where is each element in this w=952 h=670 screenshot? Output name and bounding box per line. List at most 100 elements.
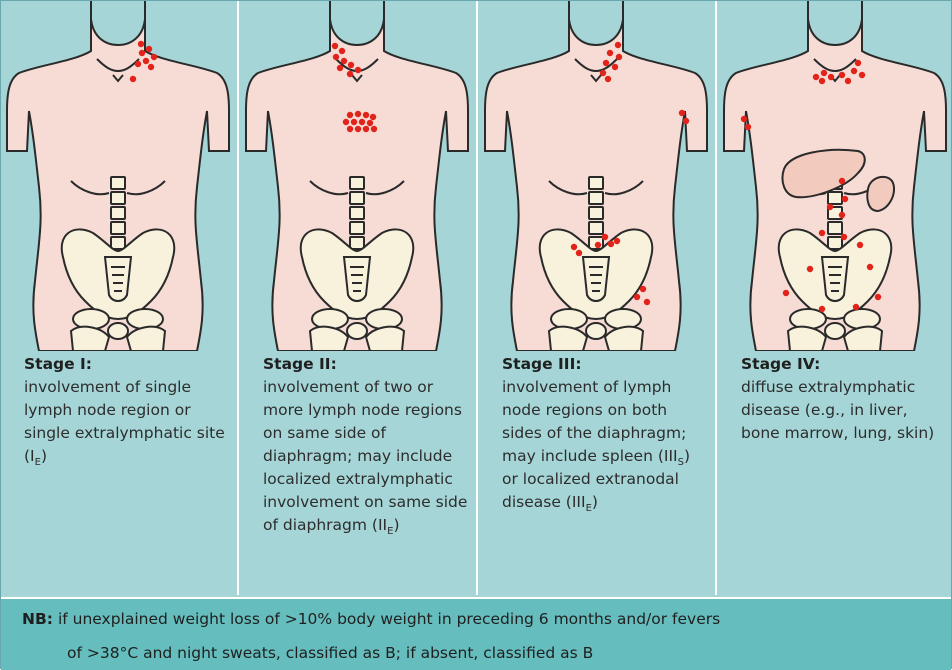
stage-2-caption: Stage II: involvement of two or more lym…	[263, 353, 471, 537]
stage-4-description: diffuse extralymphatic disease (e.g., in…	[741, 376, 949, 445]
lymph-node	[607, 50, 613, 56]
vertebra	[111, 207, 125, 219]
lymph-node	[807, 266, 813, 272]
hip-joint-right	[844, 309, 880, 329]
lymph-node	[839, 72, 845, 78]
vertebra	[111, 222, 125, 234]
hip-joint-left	[312, 309, 348, 329]
lymph-node	[351, 119, 357, 125]
lymph-node	[370, 114, 376, 120]
sacrum	[583, 257, 609, 301]
vertebra	[589, 192, 603, 204]
stage-2-torso-illustration	[240, 1, 475, 351]
lymph-node	[679, 110, 685, 116]
vertebra	[111, 177, 125, 189]
lymph-node	[851, 68, 857, 74]
lymph-node	[813, 74, 819, 80]
hip-joint-right	[127, 309, 163, 329]
lymph-node	[859, 72, 865, 78]
lymph-node	[612, 64, 618, 70]
sacrum	[344, 257, 370, 301]
lymph-node	[130, 76, 136, 82]
pubic-symphysis	[586, 323, 606, 339]
description-text: involvement of lymph node regions on bot…	[502, 378, 686, 465]
vertebra	[350, 222, 364, 234]
lymph-node	[148, 64, 154, 70]
lymph-node	[600, 70, 606, 76]
hip-joint-left	[790, 309, 826, 329]
lymph-node	[841, 234, 847, 240]
lymph-node	[783, 290, 789, 296]
lymph-node	[745, 124, 751, 130]
stage-4-title: Stage IV:	[741, 353, 949, 376]
lymph-node	[827, 204, 833, 210]
stage-2-title: Stage II:	[263, 353, 471, 376]
lymph-node	[576, 250, 582, 256]
pubic-symphysis	[825, 323, 845, 339]
stage-3-description: involvement of lymph node regions on bot…	[502, 376, 710, 514]
stage-2-description: involvement of two or more lymph node re…	[263, 376, 471, 537]
footnote-line-2: of >38°C and night sweats, classified as…	[22, 642, 922, 664]
description-text: )	[393, 516, 399, 534]
pubic-symphysis	[108, 323, 128, 339]
stage-3-torso-illustration	[479, 1, 714, 351]
stage-3-title: Stage III:	[502, 353, 710, 376]
lymph-node	[337, 65, 343, 71]
lymph-node	[135, 61, 141, 67]
hip-joint-left	[551, 309, 587, 329]
lymph-node	[359, 119, 365, 125]
stage-4-caption: Stage IV: diffuse extralymphatic disease…	[741, 353, 949, 445]
lymph-node	[367, 120, 373, 126]
lymph-node	[355, 126, 361, 132]
lymph-node	[683, 118, 689, 124]
stage-1-title: Stage I:	[24, 353, 232, 376]
footnote-label: NB:	[22, 610, 53, 628]
footnote-line-1: NB: if unexplained weight loss of >10% b…	[22, 610, 720, 628]
description-text: )	[592, 493, 598, 511]
stage-1-description: involvement of single lymph node region …	[24, 376, 232, 468]
sacrum	[822, 257, 848, 301]
vertebra	[111, 192, 125, 204]
description-text: involvement of single lymph node region …	[24, 378, 225, 465]
lymph-node	[363, 126, 369, 132]
vertebra	[828, 192, 842, 204]
lymph-node	[332, 43, 338, 49]
lymph-node	[741, 116, 747, 122]
lymph-node	[348, 62, 354, 68]
lymph-node	[819, 230, 825, 236]
panel-divider	[237, 1, 239, 595]
lymph-node	[355, 111, 361, 117]
hip-joint-right	[605, 309, 641, 329]
lymph-node	[355, 67, 361, 73]
lymph-node	[821, 70, 827, 76]
lymph-node	[603, 60, 609, 66]
lymph-node	[602, 234, 608, 240]
lymph-node	[605, 76, 611, 82]
lymph-node	[842, 196, 848, 202]
lymph-node	[853, 304, 859, 310]
hip-joint-left	[73, 309, 109, 329]
vertebra	[111, 237, 125, 249]
description-text: involvement of two or more lymph node re…	[263, 378, 467, 534]
vertebra	[828, 237, 842, 249]
vertebra	[350, 207, 364, 219]
lymph-node	[839, 178, 845, 184]
lymph-node	[640, 286, 646, 292]
vertebra	[589, 222, 603, 234]
lymph-node	[875, 294, 881, 300]
footnote-text-1: if unexplained weight loss of >10% body …	[58, 610, 720, 628]
stage-1-caption: Stage I: involvement of single lymph nod…	[24, 353, 232, 468]
lymph-node	[138, 41, 144, 47]
lymph-node	[845, 78, 851, 84]
lymph-node	[634, 294, 640, 300]
pubic-symphysis	[347, 323, 367, 339]
lymph-node	[615, 42, 621, 48]
stage-1-panel: Stage I: involvement of single lymph nod…	[1, 1, 236, 595]
lymph-node	[595, 242, 601, 248]
stage-4-torso-illustration	[718, 1, 952, 351]
vertebra	[350, 237, 364, 249]
hip-joint-right	[366, 309, 402, 329]
lymph-node	[363, 112, 369, 118]
description-text: )	[41, 447, 47, 465]
